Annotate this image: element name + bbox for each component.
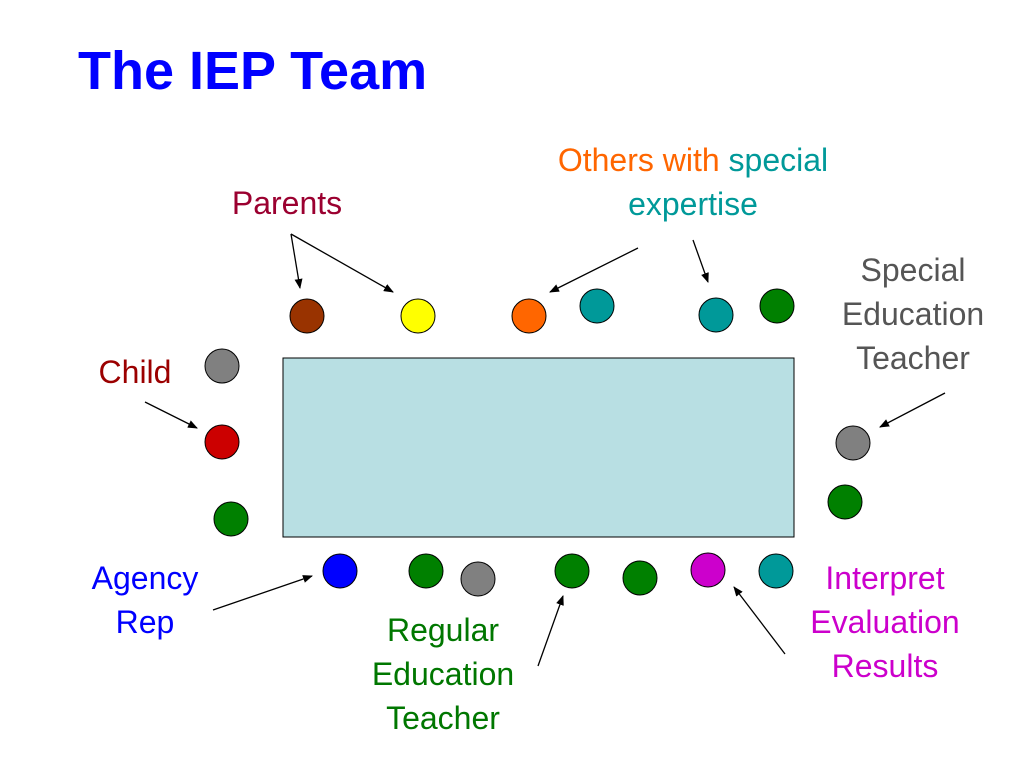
sped-teacher-arrow	[879, 392, 946, 428]
agency-rep-arrow	[212, 575, 313, 611]
seat-member-13	[460, 561, 496, 597]
seat-interpret-results-16	[690, 552, 726, 588]
seat-parent-0	[289, 298, 325, 334]
seat-member-5	[759, 288, 795, 324]
seat-member-10	[827, 484, 863, 520]
seat-member-6	[204, 348, 240, 384]
interpret-label: Interpret Evaluation Results	[810, 560, 960, 684]
seat-other-expert-3	[579, 288, 615, 324]
regular-teacher-label: Regular Education Teacher	[371, 612, 515, 736]
others-arrow-2	[692, 239, 709, 283]
seat-sped-teacher-9	[835, 425, 871, 461]
seat-other-expert-2	[511, 298, 547, 334]
interpret-arrow	[733, 586, 786, 655]
others-arrow-1	[549, 247, 639, 293]
seat-member-12	[408, 553, 444, 589]
agency-rep-label: Agency Rep	[91, 560, 199, 640]
seat-regular-teacher-14	[554, 553, 590, 589]
child-arrow	[144, 401, 198, 429]
others-line-1: Others with special	[557, 142, 829, 178]
seat-agency-rep-11	[322, 553, 358, 589]
page-title: The IEP Team	[78, 41, 428, 101]
others-label: Others with special expertise	[508, 138, 878, 226]
seat-parent-1	[400, 298, 436, 334]
regular-teacher-arrow	[537, 595, 564, 667]
seat-member-15	[622, 560, 658, 596]
meeting-table	[282, 357, 795, 538]
seat-member-17	[758, 553, 794, 589]
child-label: Child	[98, 354, 172, 390]
parents-arrow-1	[290, 233, 303, 289]
sped-teacher-label: Special Education Teacher	[841, 252, 985, 376]
arrows-group	[144, 233, 946, 667]
parents-label: Parents	[231, 185, 343, 221]
seat-other-expert-4	[698, 297, 734, 333]
seat-member-8	[213, 501, 249, 537]
parents-arrow-2	[290, 233, 394, 293]
seat-child-7	[204, 424, 240, 460]
seats-group	[204, 288, 871, 597]
